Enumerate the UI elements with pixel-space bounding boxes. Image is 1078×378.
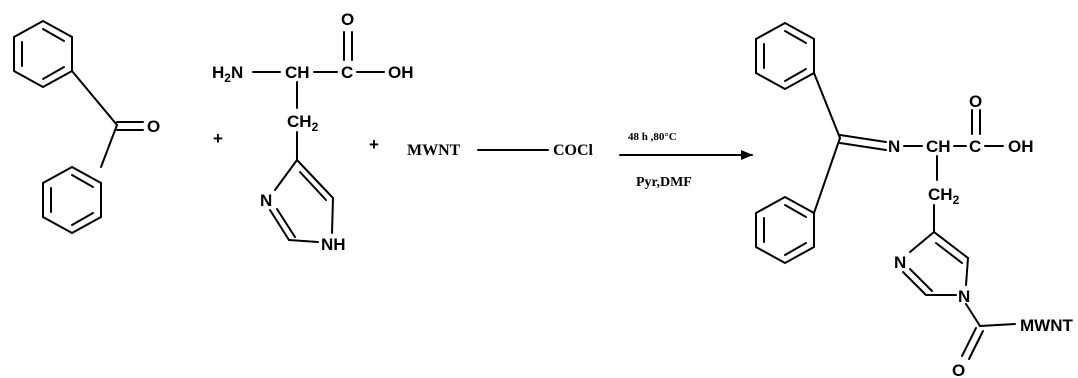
product-mwnt-label: MWNT [1020, 316, 1073, 335]
mwnt-label: MWNT [407, 142, 461, 159]
product-benzene-ring-top [755, 21, 815, 91]
product-ch-label: CH [926, 137, 951, 156]
imidazole-ring [269, 159, 334, 243]
histidine: H2N CH C O OH CH2 N NH [212, 10, 414, 254]
carbonyl-oxygen-label: O [341, 10, 354, 29]
ring-nitrogen-label: N [260, 191, 272, 210]
ring-nh-label: NH [321, 235, 346, 254]
conditions-time-temp: 48 h ,80°C [628, 131, 677, 143]
product-n1-label: N [958, 287, 970, 306]
hydroxyl-label: OH [388, 63, 414, 82]
benzene-ring-top [13, 19, 73, 89]
product-ch2-label: CH2 [928, 185, 960, 207]
product-imidazole-ring [902, 231, 969, 296]
product: N CH C O OH CH2 N N MWNT O [755, 21, 1073, 378]
product-carboxyl-carbon-label: C [969, 137, 981, 156]
product-ring-nitrogen-label: N [894, 253, 906, 272]
conditions-solvent: Pyr,DMF [636, 175, 692, 190]
ch-label: CH [285, 63, 310, 82]
carboxyl-carbon-label: C [341, 63, 353, 82]
mwnt-cocl: MWNT COCl [407, 142, 594, 159]
cocl-label: COCl [553, 142, 594, 159]
imine-nitrogen-label: N [888, 137, 900, 156]
benzene-ring-bottom [42, 165, 102, 235]
plus-sign-1: + [213, 129, 223, 148]
plus-sign-2: + [369, 135, 379, 154]
reaction-arrow-group: 48 h ,80°C Pyr,DMF [619, 131, 753, 190]
benzophenone: O [13, 19, 160, 235]
ch2-label: CH2 [287, 112, 319, 134]
product-hydroxyl-label: OH [1008, 137, 1034, 156]
h2n-label: H2N [212, 63, 243, 85]
carbonyl-oxygen-label: O [147, 117, 160, 136]
product-carbonyl-oxygen-label: O [969, 92, 982, 111]
product-amide-oxygen-label: O [952, 361, 965, 378]
